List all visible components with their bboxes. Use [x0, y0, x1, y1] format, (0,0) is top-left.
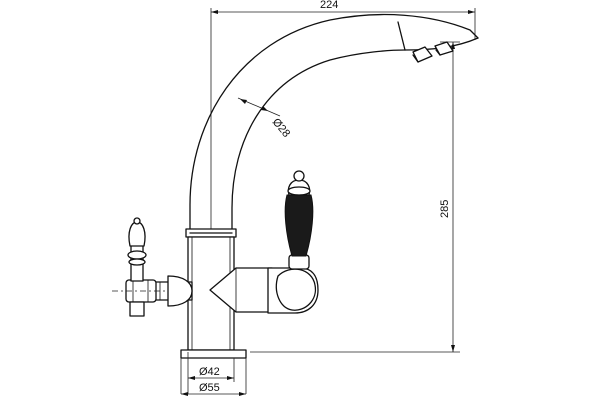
right-handle[interactable]	[267, 170, 319, 314]
right-handle-lever	[284, 194, 314, 257]
base-plate	[180, 349, 247, 359]
spout	[189, 13, 479, 231]
width-dimension: 224	[210, 0, 476, 232]
base-diameter-label: Ø55	[199, 382, 220, 394]
left-handle[interactable]	[112, 217, 193, 317]
height-label: 285	[439, 200, 451, 218]
width-label: 224	[320, 0, 338, 11]
body-diameter-dimension: Ø42	[187, 352, 235, 394]
spout-diameter-label: Ø28	[270, 116, 293, 140]
body-diameter-label: Ø42	[199, 366, 220, 378]
faucet-body	[180, 228, 273, 359]
height-dimension: 285	[250, 41, 460, 353]
base-diameter-dimension: Ø55	[180, 358, 247, 396]
